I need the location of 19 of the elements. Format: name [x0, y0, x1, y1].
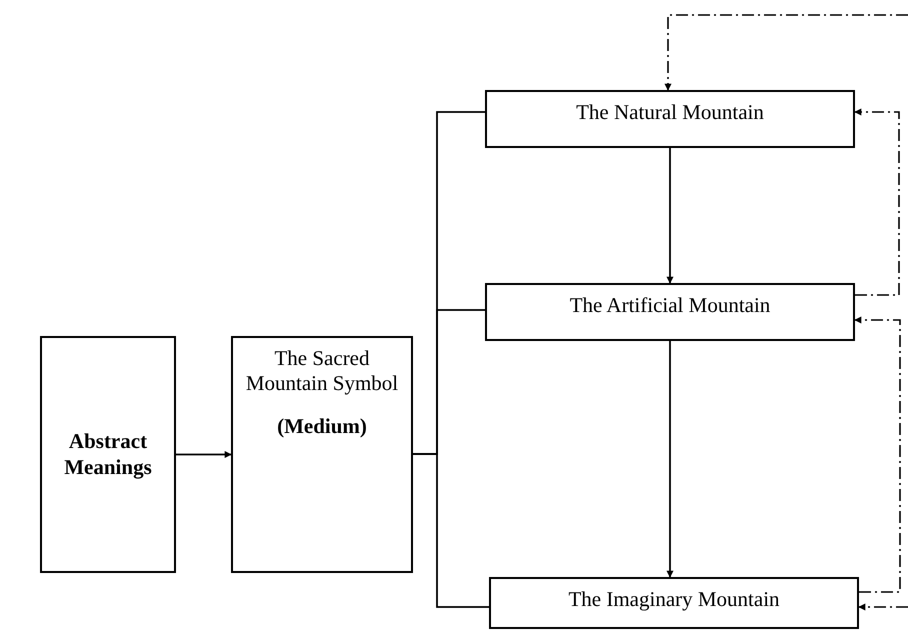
process-box: [485, 283, 855, 341]
box-text: The Artificial Mountain: [570, 293, 770, 318]
box-text: (Medium): [277, 414, 367, 440]
arrow: [176, 451, 232, 458]
process-box: [489, 577, 859, 629]
process-box: [40, 336, 176, 573]
box-text: The Imaginary Mountain: [568, 587, 780, 612]
process-box: [485, 90, 855, 148]
process-box: [231, 336, 413, 573]
arrow: [664, 14, 908, 91]
connector-line: [413, 453, 489, 608]
box-text: The Sacred Mountain Symbol: [244, 346, 400, 396]
arrow: [666, 341, 674, 578]
arrow: [854, 108, 900, 296]
arrow: [854, 316, 901, 593]
box-text: The Natural Mountain: [576, 100, 764, 126]
arrow: [858, 604, 908, 610]
box-text: Abstract Meanings: [63, 429, 153, 480]
arrow: [666, 148, 674, 284]
